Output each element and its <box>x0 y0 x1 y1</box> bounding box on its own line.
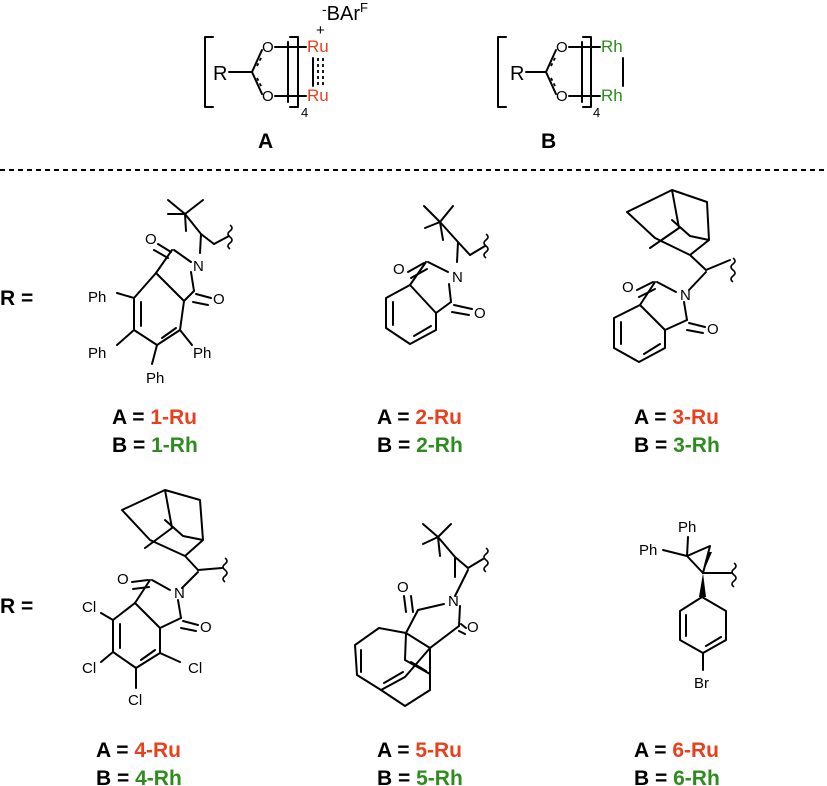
n-atom: N <box>448 593 459 610</box>
catalyst-b-label: B <box>541 130 556 153</box>
catalyst-a-structure: R O O 4 Ru Ru + -BArF A <box>204 0 368 153</box>
n-atom: N <box>193 258 204 275</box>
ligand-2-structure: N O O <box>385 205 489 345</box>
r-equals-label: R = <box>0 595 33 618</box>
counterion: -BArF <box>322 0 368 25</box>
ph-substituent: Ph <box>88 289 106 306</box>
bracket-count: 4 <box>593 105 600 120</box>
oxygen-bottom: O <box>262 88 274 105</box>
ligand-2-b-label: B = 2-Rh <box>377 434 463 457</box>
cation-charge: + <box>316 22 325 39</box>
cl-substituent: Cl <box>188 660 202 677</box>
oxygen-atom: O <box>474 305 486 322</box>
oxygen-atom: O <box>145 231 157 248</box>
catalyst-a-label: A <box>258 130 273 153</box>
oxygen-atom: O <box>117 571 129 588</box>
rh-atom-top: Rh <box>601 37 623 56</box>
ph-substituent: Ph <box>88 345 106 362</box>
oxygen-atom: O <box>467 619 479 636</box>
ligand-4-structure: N O O Cl Cl Cl Cl <box>82 489 228 709</box>
ph-substituent: Ph <box>193 345 211 362</box>
rh-atom-bottom: Rh <box>601 86 623 105</box>
br-substituent: Br <box>694 675 709 692</box>
n-atom: N <box>174 585 185 602</box>
cl-substituent: Cl <box>82 599 96 616</box>
oxygen-atom: O <box>393 261 405 278</box>
bracket-count: 4 <box>301 105 308 120</box>
ligand-5-structure: N O O <box>354 523 489 707</box>
ph-substituent: Ph <box>146 370 164 387</box>
ligand-6-structure: Ph Ph Br <box>639 519 737 692</box>
oxygen-atom: O <box>200 619 212 636</box>
r-equals-label: R = <box>0 287 33 310</box>
ligand-6-b-label: B = 6-Rh <box>634 767 720 786</box>
ph-substituent: Ph <box>639 542 657 559</box>
ligand-3-structure: N O O <box>613 189 736 363</box>
ligand-6-a-label: A = 6-Ru <box>634 739 719 762</box>
cl-substituent: Cl <box>128 692 142 709</box>
oxygen-atom: O <box>213 291 225 308</box>
ligand-5-b-label: B = 5-Rh <box>377 767 463 786</box>
ligand-3-a-label: A = 3-Ru <box>634 406 719 429</box>
oxygen-top: O <box>556 39 568 56</box>
oxygen-atom: O <box>622 279 634 296</box>
ligand-4-b-label: B = 4-Rh <box>96 767 182 786</box>
ligand-1-a-label: A = 1-Ru <box>112 406 197 429</box>
ligand-1-b-label: B = 1-Rh <box>112 434 198 457</box>
ligand-4-a-label: A = 4-Ru <box>96 739 181 762</box>
oxygen-atom: O <box>707 321 719 338</box>
oxygen-bottom: O <box>556 88 568 105</box>
n-atom: N <box>452 269 463 286</box>
catalyst-b-structure: R O O 4 Rh Rh B <box>497 36 624 153</box>
ph-substituent: Ph <box>678 519 696 536</box>
ligand-2-a-label: A = 2-Ru <box>377 406 462 429</box>
carboxylate-r: R <box>510 63 524 85</box>
ru-atom-top: Ru <box>307 37 329 56</box>
ru-atom-bottom: Ru <box>307 86 329 105</box>
oxygen-top: O <box>262 39 274 56</box>
oxygen-atom: O <box>397 579 409 596</box>
ligand-1-structure: N O O Ph Ph Ph Ph <box>88 199 233 387</box>
carboxylate-r: R <box>213 63 227 85</box>
ligand-3-b-label: B = 3-Rh <box>634 434 720 457</box>
ligand-5-a-label: A = 5-Ru <box>377 739 462 762</box>
n-atom: N <box>680 287 691 304</box>
cl-substituent: Cl <box>82 660 96 677</box>
